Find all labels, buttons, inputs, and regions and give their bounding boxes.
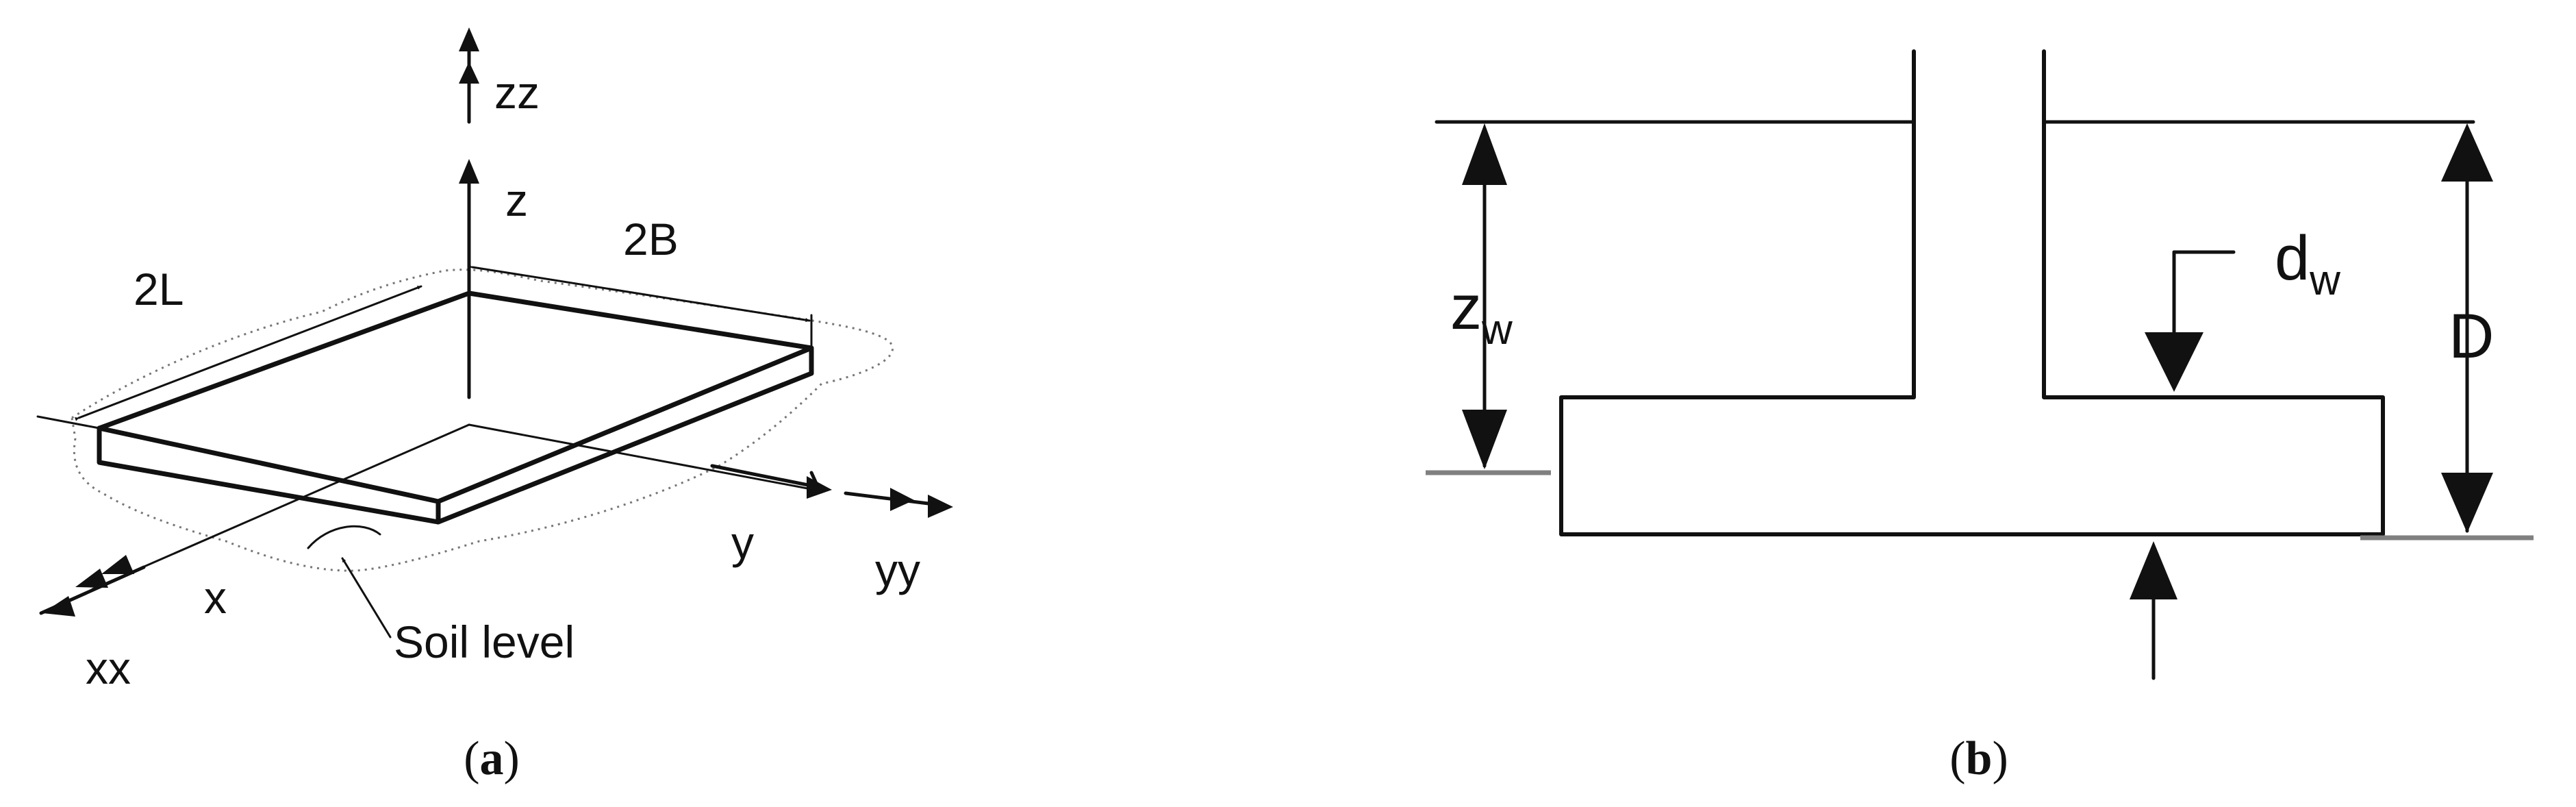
label-yy: yy xyxy=(875,545,920,595)
label-zw-main: z xyxy=(1450,273,1482,343)
caption-b-close: ) xyxy=(1992,732,2008,785)
panel-b: zw dw D (b) xyxy=(1426,49,2534,785)
soil-pointer-curve xyxy=(307,525,381,549)
label-dw-sub: w xyxy=(2309,257,2340,304)
label-z: z xyxy=(505,175,528,225)
column-footing-outline xyxy=(1559,49,2385,536)
zz-arrowhead-1 xyxy=(459,27,479,51)
caption-a: (a) xyxy=(464,732,520,785)
D-arrowhead-bottom xyxy=(2441,473,2493,533)
yy-arrowhead-2 xyxy=(928,495,953,518)
plate-hidden-line-y xyxy=(468,423,816,491)
label-zw-sub: w xyxy=(1481,306,1513,353)
label-D: D xyxy=(2449,301,2494,371)
label-dw: dw xyxy=(2275,223,2340,304)
label-zw: zw xyxy=(1450,273,1513,353)
label-x: x xyxy=(204,572,227,623)
caption-a-letter: a xyxy=(480,732,504,785)
dw-arrowhead xyxy=(2145,332,2204,392)
xx-arrowhead xyxy=(101,555,134,574)
label-2b: 2B xyxy=(623,214,679,264)
soil-pointer-line xyxy=(341,557,392,638)
label-y: y xyxy=(731,517,754,568)
label-xx: xx xyxy=(86,643,131,693)
caption-a-open: ( xyxy=(464,732,479,785)
D-arrowhead-top xyxy=(2441,123,2493,182)
panel-a: zz z 2B 2L y yy x xx Soil level (a) xyxy=(36,27,953,785)
reaction-arrowhead xyxy=(2130,541,2177,599)
label-2l: 2L xyxy=(134,264,184,314)
zz-arrowhead-2 xyxy=(459,62,479,84)
caption-a-close: ) xyxy=(504,732,520,785)
y-axis-main xyxy=(710,464,824,490)
caption-b-open: ( xyxy=(1949,732,1965,785)
y-arrowhead xyxy=(807,476,832,499)
z-arrowhead xyxy=(459,159,479,184)
plate-top xyxy=(97,290,814,504)
zw-arrowhead-bottom xyxy=(1462,410,1507,469)
zw-arrowhead-top xyxy=(1462,123,1507,185)
caption-b-letter: b xyxy=(1966,732,1993,785)
x-arrowhead xyxy=(42,596,75,617)
xx-arrowhead-2 xyxy=(75,569,108,588)
label-soil-level: Soil level xyxy=(394,617,574,667)
caption-b: (b) xyxy=(1949,732,2008,785)
dim-2l-line xyxy=(74,285,422,421)
yy-arrowhead-1 xyxy=(890,488,914,511)
label-zz: zz xyxy=(494,67,540,118)
dim-2b-line xyxy=(468,264,811,323)
label-dw-main: d xyxy=(2275,223,2310,293)
plate-thickness xyxy=(97,345,814,525)
plate-hidden-line-x xyxy=(91,423,470,591)
dim-2l-ext xyxy=(36,415,101,430)
